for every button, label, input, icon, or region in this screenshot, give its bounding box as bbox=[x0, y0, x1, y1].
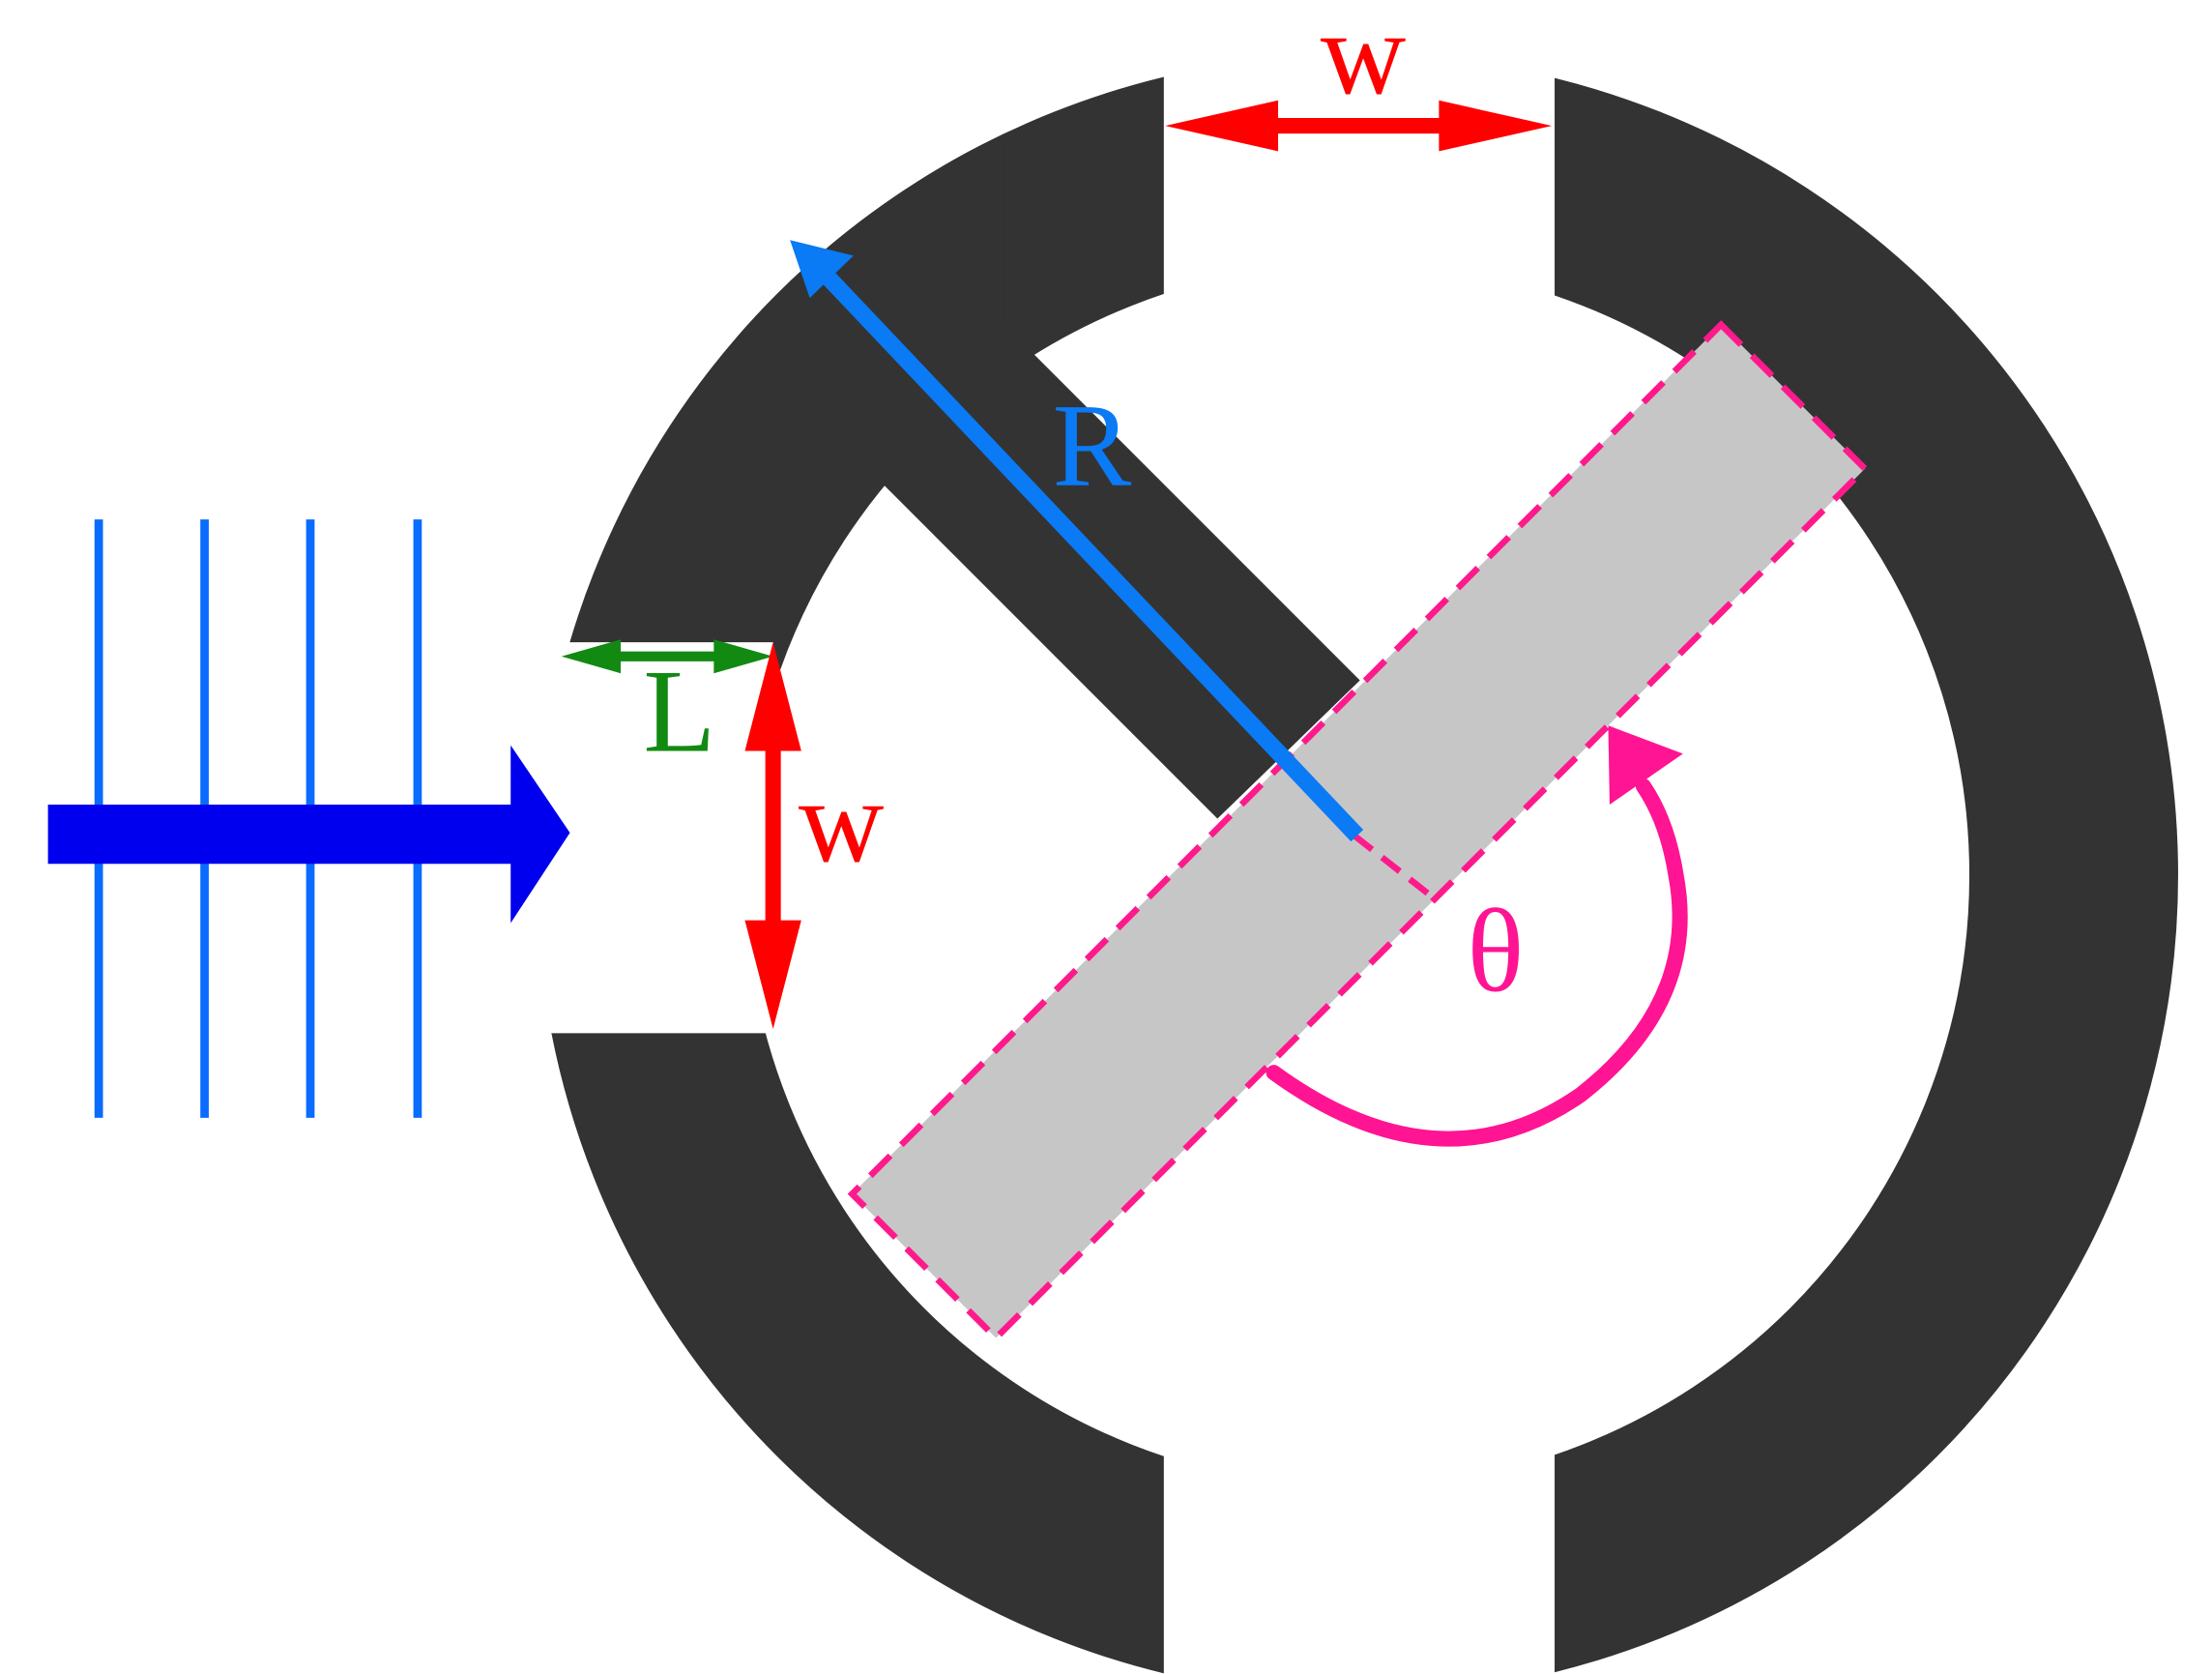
top-width-arrow bbox=[1165, 100, 1553, 152]
radius-label: R bbox=[1053, 380, 1132, 512]
length-label: L bbox=[643, 645, 715, 777]
angle-arrow bbox=[1266, 725, 1688, 1147]
incident-wave-arrow bbox=[47, 745, 570, 924]
length-arrow bbox=[561, 639, 773, 674]
port-width-arrow bbox=[744, 642, 801, 1029]
radius-arrow bbox=[790, 240, 1364, 842]
port-width-label: w bbox=[799, 755, 885, 887]
angle-label: θ bbox=[1468, 886, 1525, 1017]
angle-arrowhead bbox=[1608, 725, 1683, 805]
rotating-bar-end-dashed bbox=[1352, 833, 1436, 900]
rotating-bar-outline bbox=[847, 320, 1870, 1343]
radius-arrowhead bbox=[790, 240, 854, 299]
top-width-label: w bbox=[1321, 0, 1407, 120]
